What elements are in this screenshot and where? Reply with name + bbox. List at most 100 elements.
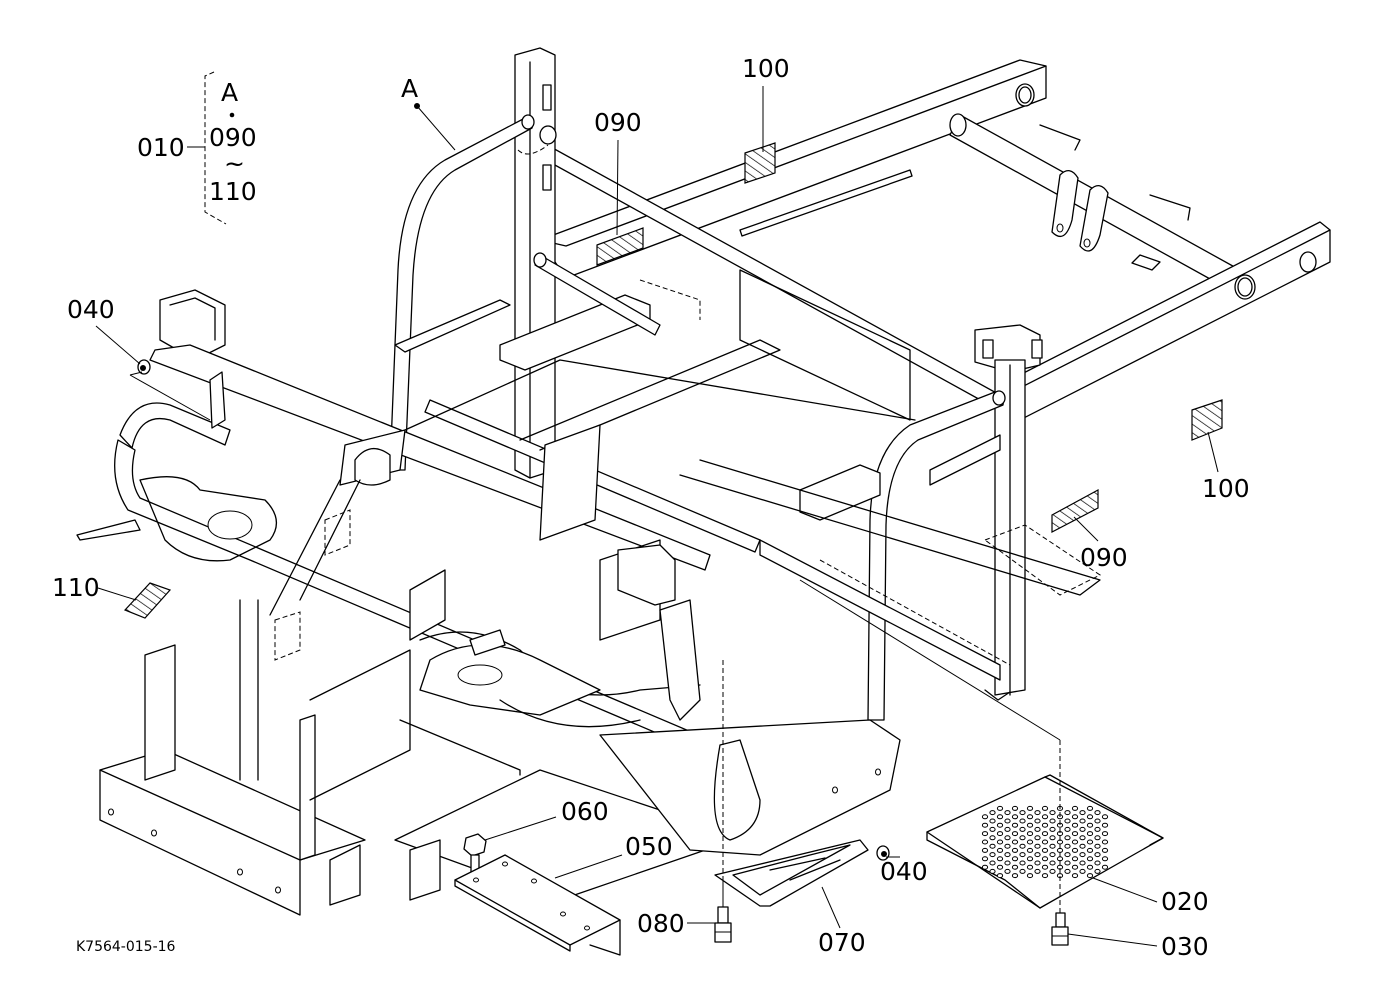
perforation-hole xyxy=(1004,826,1011,832)
perforation-hole xyxy=(996,847,1004,853)
assembly-note-from: 090 xyxy=(209,123,257,152)
callout-070: 070 xyxy=(818,928,866,957)
perforation-hole xyxy=(1026,831,1034,837)
callout-100-right: 100 xyxy=(1202,474,1250,503)
perforation-hole xyxy=(1094,826,1101,832)
assembly-note-letter: A xyxy=(221,78,238,107)
perforation-hole xyxy=(1101,864,1109,870)
callout-110: 110 xyxy=(52,573,100,602)
decal-100-right xyxy=(1191,399,1223,441)
perforation-hole xyxy=(1004,818,1011,824)
part-040-left-bolt xyxy=(129,359,211,421)
perforation-hole xyxy=(1004,810,1011,816)
perforation-hole xyxy=(1026,814,1034,820)
perforation-hole xyxy=(1011,822,1019,828)
perforation-hole xyxy=(1049,835,1056,841)
leader-090-top xyxy=(616,139,619,236)
rear-upper-frame xyxy=(514,59,1331,426)
perforation-hole xyxy=(1049,843,1056,849)
perforation-hole xyxy=(1011,814,1019,820)
perforation-hole xyxy=(1094,818,1101,824)
main-chassis xyxy=(99,424,901,916)
callout-040-right: 040 xyxy=(880,857,928,886)
callout-050: 050 xyxy=(625,832,673,861)
perforation-hole xyxy=(981,839,989,845)
perforation-hole xyxy=(996,856,1004,862)
right-roll-bar xyxy=(759,390,1006,721)
perforation-hole xyxy=(1086,847,1094,853)
callout-090-top: 090 xyxy=(594,108,642,137)
perforation-hole xyxy=(1019,852,1026,858)
callout-090-right: 090 xyxy=(1080,543,1128,572)
callout-080: 080 xyxy=(637,909,685,938)
perforation-hole xyxy=(996,831,1004,837)
perforation-hole xyxy=(1004,860,1011,866)
perforation-hole xyxy=(1101,856,1109,862)
perforation-hole xyxy=(1011,873,1019,879)
perforation-hole xyxy=(1041,864,1049,870)
perforation-hole xyxy=(1004,835,1011,841)
perforation-hole xyxy=(1071,822,1079,828)
perforation-hole xyxy=(1086,839,1094,845)
leader-040-left xyxy=(95,325,141,365)
drawing-code: K7564-015-16 xyxy=(76,939,176,955)
perforation-hole xyxy=(1101,831,1109,837)
perforation-hole xyxy=(1071,805,1079,811)
perforation-hole xyxy=(1049,868,1056,874)
perforation-hole xyxy=(1064,860,1071,866)
perforation-hole xyxy=(1004,843,1011,849)
perforation-hole xyxy=(1034,843,1041,849)
perforation-hole xyxy=(1034,835,1041,841)
perforation-hole xyxy=(1026,839,1034,845)
part-030-bolt xyxy=(799,579,1069,946)
perforation-hole xyxy=(1026,873,1034,879)
perforation-hole xyxy=(1019,810,1026,816)
perforation-hole xyxy=(1011,831,1019,837)
perforation-hole xyxy=(1086,864,1094,870)
perforation-hole xyxy=(989,843,996,849)
leader-050 xyxy=(554,854,623,879)
decal-090-top xyxy=(596,227,644,266)
callout-040-left: 040 xyxy=(67,295,115,324)
perforation-hole xyxy=(1071,831,1079,837)
perforation-hole xyxy=(1086,822,1094,828)
perforation-hole xyxy=(1064,868,1071,874)
perforation-hole xyxy=(1034,868,1041,874)
perforation-hole xyxy=(1064,843,1071,849)
perforation-hole xyxy=(989,818,996,824)
perforation-hole xyxy=(1019,860,1026,866)
perforation-hole xyxy=(1026,864,1034,870)
perforation-hole xyxy=(1101,814,1109,820)
leader-020 xyxy=(1092,877,1158,903)
part-050-plate xyxy=(454,854,621,956)
perforation-hole xyxy=(1086,831,1094,837)
perforation-hole xyxy=(1079,818,1086,824)
perforation-hole xyxy=(1034,852,1041,858)
perforation-hole xyxy=(1034,810,1041,816)
perforation-hole xyxy=(996,822,1004,828)
perforation-hole xyxy=(981,864,989,870)
perforation-hole xyxy=(1064,826,1071,832)
perforation-hole xyxy=(1094,852,1101,858)
decal-110 xyxy=(123,582,172,619)
perforation-hole xyxy=(996,814,1004,820)
part-080-bolt xyxy=(714,660,732,943)
leader-110 xyxy=(97,587,137,601)
perforation-hole xyxy=(1079,843,1086,849)
decal-090-right xyxy=(1051,488,1099,533)
leader-090-right xyxy=(1073,516,1099,542)
part-070-bracket xyxy=(714,839,869,907)
perforation-hole xyxy=(1049,852,1056,858)
perforation-hole xyxy=(1071,847,1079,853)
perforation-hole xyxy=(1049,860,1056,866)
callout-030: 030 xyxy=(1161,932,1209,961)
perforation-hole xyxy=(1094,835,1101,841)
perforation-hole xyxy=(989,810,996,816)
perforation-hole xyxy=(1079,826,1086,832)
callout-010: 010 xyxy=(137,133,185,162)
assembly-note-dot xyxy=(229,112,235,118)
perforation-hole xyxy=(1026,822,1034,828)
assembly-note-separator: ~ xyxy=(224,149,245,178)
perforation-hole xyxy=(1041,822,1049,828)
perforation-hole xyxy=(1041,873,1049,879)
